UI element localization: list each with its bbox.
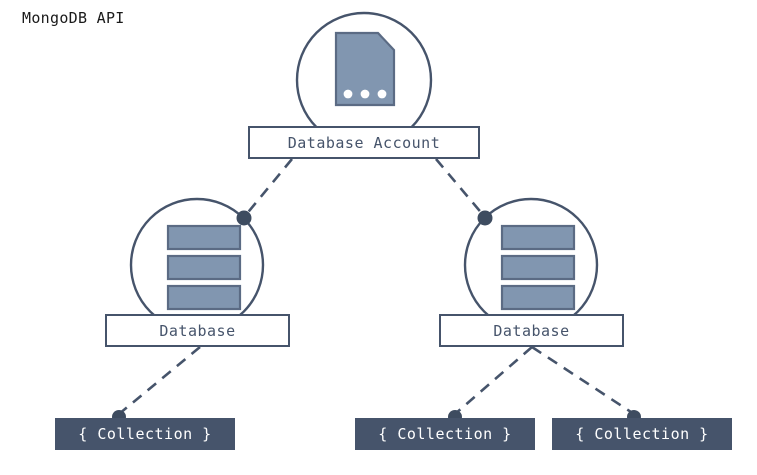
- document-dot-1-icon: [343, 89, 353, 99]
- database-left-bar-1-icon: [166, 224, 242, 251]
- node-database-right-graphic: [463, 197, 599, 333]
- collection-box-3[interactable]: { Collection }: [552, 418, 732, 450]
- node-database-left-graphic: [129, 197, 265, 333]
- document-dot-2-icon: [360, 89, 370, 99]
- node-label-database-right[interactable]: Database: [439, 314, 624, 347]
- database-right-bar-2-icon: [500, 254, 576, 281]
- database-left-bar-2-icon: [166, 254, 242, 281]
- node-database-account-graphic: [295, 11, 433, 149]
- edge-group: [118, 158, 635, 416]
- collection-box-1[interactable]: { Collection }: [55, 418, 235, 450]
- collection-box-2[interactable]: { Collection }: [355, 418, 535, 450]
- edge-database-right-to-collection-3: [531, 345, 635, 416]
- edge-database-left-to-collection-1: [118, 345, 201, 416]
- database-right-connector-dot: [477, 210, 493, 226]
- edge-account-to-database-right: [435, 158, 485, 217]
- database-right-bar-3-icon: [500, 284, 576, 311]
- edge-account-to-database-left: [243, 158, 294, 217]
- page-title: MongoDB API: [22, 9, 125, 27]
- database-left-bar-3-icon: [166, 284, 242, 311]
- node-label-database-account[interactable]: Database Account: [248, 126, 480, 159]
- node-label-database-left[interactable]: Database: [105, 314, 290, 347]
- edge-database-right-to-collection-2: [454, 346, 533, 415]
- document-icon: [334, 31, 396, 107]
- database-right-bar-1-icon: [500, 224, 576, 251]
- document-dot-3-icon: [377, 89, 387, 99]
- database-left-connector-dot: [236, 210, 252, 226]
